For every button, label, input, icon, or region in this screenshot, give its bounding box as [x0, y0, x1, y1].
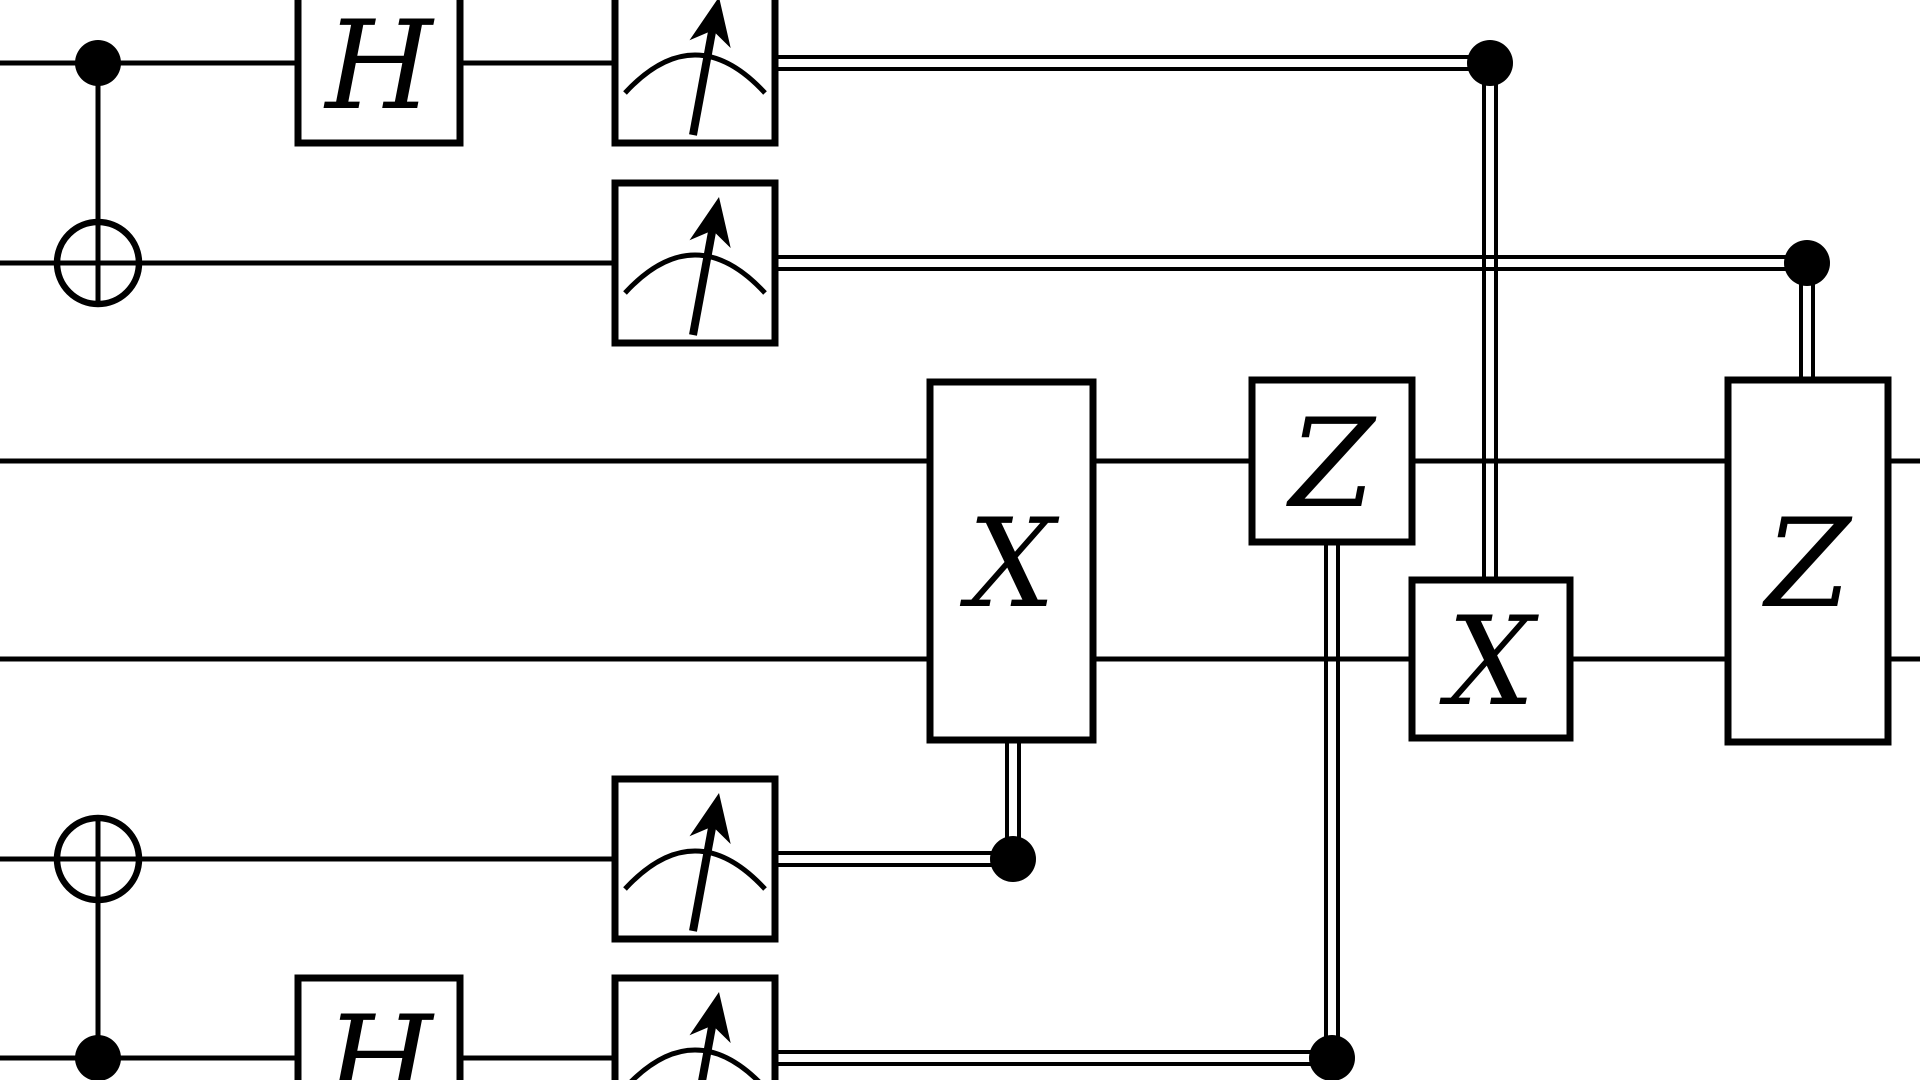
meter-needle-icon	[689, 220, 718, 336]
meter-needle-icon	[689, 816, 718, 932]
classical-q2-to-z	[775, 240, 1830, 380]
meter-q6	[611, 974, 779, 1080]
h-gate-bottom: H	[294, 974, 464, 1080]
cnot-bottom	[53, 814, 143, 1080]
meter-arc	[623, 848, 767, 891]
gate-box	[294, 974, 464, 1080]
x-correction-tall: X	[926, 378, 1097, 744]
meter-arc	[623, 252, 767, 295]
gate-label-X: X	[960, 493, 1060, 636]
gate-box	[1724, 376, 1892, 746]
meter-q2	[611, 179, 779, 347]
cnot-top	[53, 40, 143, 308]
z-correction-tall: Z	[1724, 376, 1892, 746]
h-gate-top: H	[294, 0, 464, 147]
meter-needle-arrowhead-icon	[689, 197, 731, 249]
meter-q1	[611, 0, 779, 147]
meter-needle-icon	[698, 1015, 718, 1080]
classical-q1-to-x	[775, 40, 1513, 580]
classical-q5-to-x	[775, 740, 1036, 882]
cnot-target-icon	[53, 218, 143, 308]
cnot-control-dot	[75, 1035, 121, 1080]
meter-arc	[623, 52, 767, 95]
classical-control-dot	[1784, 240, 1830, 286]
gate-label-H: H	[323, 0, 435, 138]
x-correction-right: X	[1408, 576, 1574, 742]
meter-needle-arrowhead-icon	[689, 0, 731, 49]
classical-control-dot	[1467, 40, 1513, 86]
gate-box	[294, 0, 464, 147]
gate-label-H: H	[323, 990, 435, 1080]
meter-q5	[611, 775, 779, 943]
gate-label-Z: Z	[1761, 493, 1853, 636]
gate-box	[1408, 576, 1574, 742]
meter-arc	[629, 1047, 761, 1080]
meter-box	[611, 0, 779, 147]
gate-label-Z: Z	[1285, 393, 1377, 536]
gate-box	[1248, 376, 1416, 546]
classical-control-dot	[990, 836, 1036, 882]
classical-q6-to-z	[775, 542, 1355, 1080]
meter-needle-icon	[689, 20, 718, 136]
z-correction-mid: Z	[1248, 376, 1416, 546]
meter-needle-arrowhead-icon	[689, 793, 731, 845]
cnot-control-dot	[75, 40, 121, 86]
gate-box	[926, 378, 1097, 744]
meter-needle-arrowhead-icon	[689, 992, 731, 1044]
classical-control-dot	[1309, 1035, 1355, 1080]
cnot-target-icon	[53, 814, 143, 904]
gate-label-X: X	[1439, 591, 1539, 734]
